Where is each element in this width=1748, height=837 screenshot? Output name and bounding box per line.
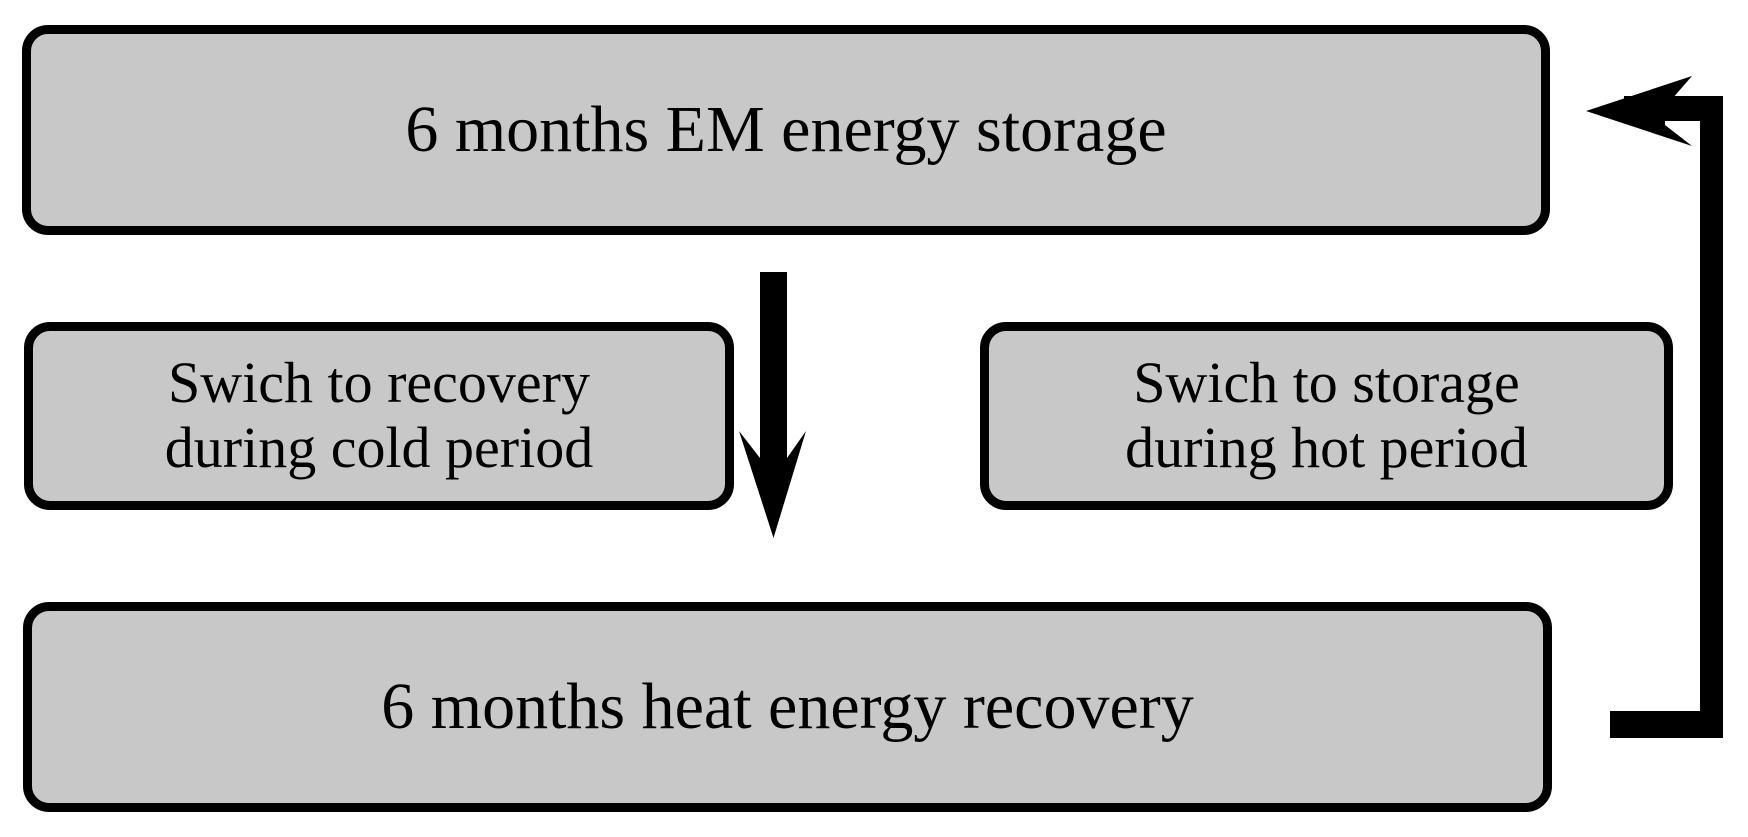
node-swich-to-recovery-label: Swich to recovery during cold period	[164, 350, 594, 480]
node-swich-to-recovery[interactable]: Swich to recovery during cold period	[24, 322, 734, 510]
node-heat-energy-recovery[interactable]: 6 months heat energy recovery	[23, 602, 1552, 812]
node-em-energy-storage-label: 6 months EM energy storage	[405, 93, 1167, 167]
node-swich-to-storage-label: Swich to storage during hot period	[1125, 350, 1528, 480]
down-arrow-icon	[739, 272, 806, 538]
node-heat-energy-recovery-label: 6 months heat energy recovery	[381, 670, 1194, 744]
node-em-energy-storage[interactable]: 6 months EM energy storage	[22, 25, 1550, 235]
node-swich-to-storage[interactable]: Swich to storage during hot period	[980, 322, 1673, 510]
